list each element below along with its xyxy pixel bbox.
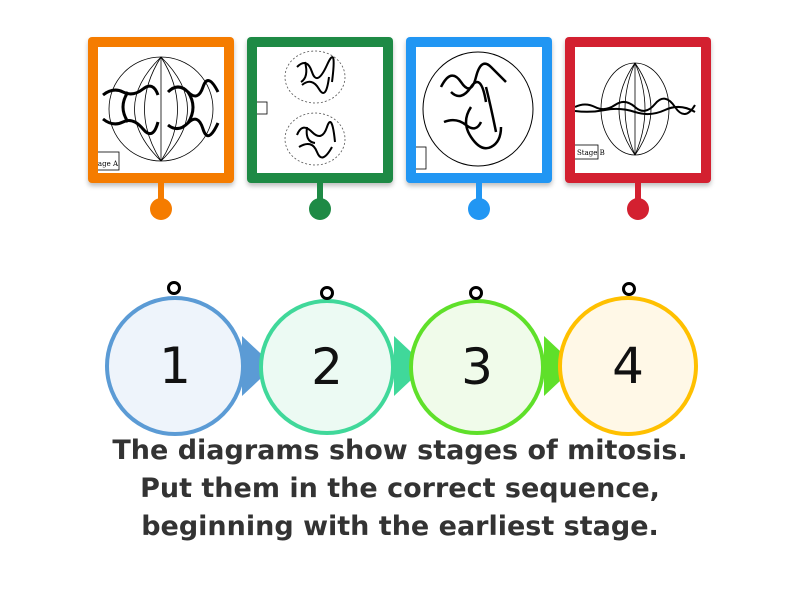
stage-a-label: Stage A [98, 160, 119, 168]
drop-slot-2[interactable]: 2 [259, 299, 395, 435]
slot-anchor-ring [167, 281, 181, 295]
slot-anchor-ring [469, 286, 483, 300]
slot-number: 3 [461, 338, 493, 396]
slot-anchor-ring [320, 286, 334, 300]
draggable-card-stage-b[interactable]: Stage B [565, 37, 711, 183]
draggable-card-nucleus[interactable] [406, 37, 552, 183]
draggable-card-stage-a[interactable]: Stage A [88, 37, 234, 183]
card-stem [476, 183, 482, 201]
card-stem [635, 183, 641, 201]
slot-number: 4 [612, 337, 644, 395]
card-anchor-dot [627, 198, 649, 220]
slot-anchor-ring [622, 282, 636, 296]
drop-slot-3[interactable]: 3 [409, 299, 545, 435]
slot-number: 1 [159, 337, 191, 395]
card-anchor-dot [309, 198, 331, 220]
stage-b-label: Stage B [577, 149, 605, 157]
instruction-line: The diagrams show stages of mitosis. [112, 435, 688, 466]
card-anchor-dot [468, 198, 490, 220]
metaphase-plate-diagram: Stage B [575, 47, 701, 173]
telophase-two-nuclei-diagram [257, 47, 383, 173]
draggable-card-two-nuclei[interactable] [247, 37, 393, 183]
metaphase-spindle-diagram: Stage A [98, 47, 224, 173]
card-stem [158, 183, 164, 201]
drop-slot-1[interactable]: 1 [105, 296, 245, 436]
instruction-line: Put them in the correct sequence, [140, 473, 660, 504]
instructions: The diagrams show stages of mitosis. Put… [0, 432, 800, 546]
card-anchor-dot [150, 198, 172, 220]
card-stem [317, 183, 323, 201]
slot-number: 2 [311, 338, 343, 396]
prophase-nucleus-diagram [416, 47, 542, 173]
instruction-line: beginning with the earliest stage. [141, 511, 659, 542]
drop-slot-4[interactable]: 4 [558, 296, 698, 436]
